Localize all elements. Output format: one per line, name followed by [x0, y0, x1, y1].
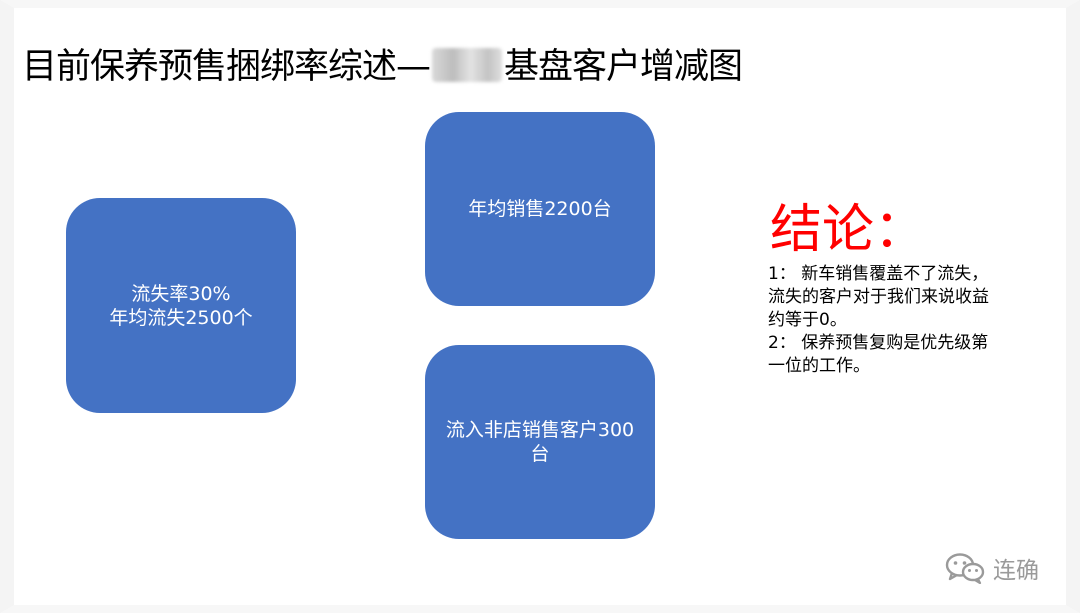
churn-box: 流失率30% 年均流失2500个 — [66, 198, 296, 413]
inflow-box: 流入非店销售客户300 台 — [425, 345, 655, 539]
conclusion-line: 流失的客户对于我们来说收益 — [768, 287, 989, 307]
conclusion-line: 1： 新车销售覆盖不了流失， — [768, 264, 989, 284]
title-part-1: 目前保养预售捆绑率综述— — [22, 47, 431, 87]
inflow-text-line2: 台 — [530, 443, 550, 465]
conclusion-line: 一位的工作。 — [768, 356, 870, 376]
wechat-icon — [945, 553, 985, 584]
conclusion-line: 约等于0。 — [768, 310, 847, 330]
slide-title: 目前保养预售捆绑率综述— 基盘客户增减图 — [22, 38, 743, 89]
redacted-blur — [432, 48, 503, 82]
conclusion-heading: 结论： — [770, 200, 927, 260]
conclusion-body: 1： 新车销售覆盖不了流失， 流失的客户对于我们来说收益 约等于0。 2： 保养… — [768, 263, 1058, 378]
churn-rate-text: 流失率30% — [131, 282, 231, 305]
churn-count-text: 年均流失2500个 — [109, 306, 253, 329]
sales-box: 年均销售2200台 — [425, 112, 655, 306]
title-part-2: 基盘客户增减图 — [504, 47, 743, 87]
inflow-text-line1: 流入非店销售客户300 — [445, 419, 635, 441]
annual-sales-text: 年均销售2200台 — [468, 198, 612, 220]
watermark-text: 连确 — [993, 558, 1039, 584]
watermark: 连确 — [945, 551, 1039, 585]
conclusion-line: 2： 保养预售复购是优先级第 — [768, 333, 989, 353]
